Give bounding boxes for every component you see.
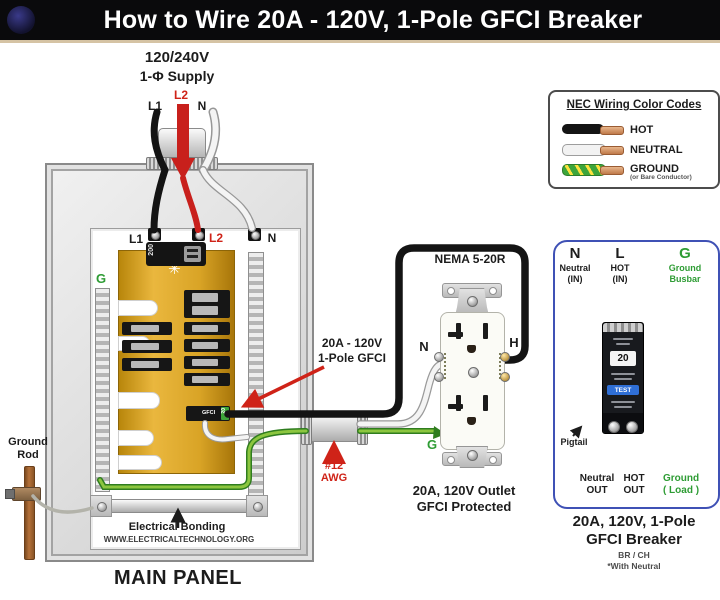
detail-breaker-rating: 20 xyxy=(617,353,629,364)
detail-neutral-out-1: Neutral xyxy=(579,473,615,484)
gfci-breaker-detail: 20 TEST xyxy=(602,322,644,434)
detail-n-sub1: Neutral xyxy=(559,263,591,273)
supply-l2-label: L2 xyxy=(173,88,189,102)
bonding-end-right xyxy=(246,495,268,517)
detail-g-sub1: Ground xyxy=(668,263,702,273)
outlet-neutral-screw-icon xyxy=(434,372,444,382)
detail-caption-1: 20A, 120V, 1-Pole xyxy=(572,513,696,530)
branch-breaker xyxy=(184,322,230,335)
detail-ground-out-2: ( Load ) xyxy=(662,485,700,496)
clamp-bolt-icon xyxy=(5,489,15,499)
branch-breaker xyxy=(122,358,172,371)
detail-n-label: N xyxy=(569,245,581,262)
legend-ground-copper-icon xyxy=(600,166,624,175)
detail-caption-2: GFCI Breaker xyxy=(586,531,682,548)
pigtail-pointer-arrow xyxy=(569,425,583,439)
gfci-pigtail-wire xyxy=(202,421,249,442)
outlet-g-label: G xyxy=(426,437,438,452)
outlet-top-screw-icon xyxy=(467,296,478,307)
gfci-pointer-arrow xyxy=(240,365,325,408)
website-label: WWW.ELECTRICALTECHNOLOGY.ORG xyxy=(103,535,255,544)
legend-ground-label: GROUND xyxy=(630,163,679,175)
outlet-tab-left xyxy=(444,353,450,379)
page-title: How to Wire 20A - 120V, 1-Pole GFCI Brea… xyxy=(103,5,643,34)
ground-rod-label-1: Ground xyxy=(8,436,48,448)
busbar-notch xyxy=(118,430,154,446)
panel-l1-label: L1 xyxy=(128,232,144,246)
ground-rod-icon xyxy=(24,466,35,560)
legend-hot-wire-icon xyxy=(562,124,604,134)
busbar-notch xyxy=(118,300,158,316)
branch-breaker xyxy=(122,322,172,335)
supply-n-wire xyxy=(200,109,219,173)
legend-hot-label: HOT xyxy=(630,124,654,136)
main-breaker-icon: 200 xyxy=(146,242,206,266)
detail-test-button: TEST xyxy=(614,387,632,394)
detail-hot-out-2: OUT xyxy=(623,485,645,496)
legend-neutral-label: NEUTRAL xyxy=(630,144,683,156)
supply-l1-wire xyxy=(150,108,169,174)
outlet-tab-right xyxy=(495,353,501,379)
outlet-h-label: H xyxy=(509,335,519,350)
outlet-n-label: N xyxy=(419,339,429,354)
outlet-neutral-screw-icon xyxy=(434,352,444,362)
main-panel-caption: MAIN PANEL xyxy=(114,567,242,589)
panel-ground-wire xyxy=(98,429,308,489)
detail-neutral-out-2: OUT xyxy=(586,485,608,496)
detail-hot-out-1: HOT xyxy=(623,473,645,484)
supply-n-label: N xyxy=(197,99,207,113)
detail-ground-out-1: Ground xyxy=(662,473,700,484)
branch-breaker xyxy=(184,339,230,352)
title-bar: How to Wire 20A - 120V, 1-Pole GFCI Brea… xyxy=(0,0,720,40)
grounding-electrode-wire xyxy=(31,494,94,514)
detail-pigtail-label: Pigtail xyxy=(560,437,588,447)
outlet-caption-2: GFCI Protected xyxy=(416,499,512,514)
bonding-end-left xyxy=(90,495,112,517)
detail-l-sub2: (IN) xyxy=(612,274,628,284)
site-logo-icon xyxy=(7,6,35,34)
branch-breaker xyxy=(184,290,230,318)
branch-breaker xyxy=(184,373,230,386)
title-divider xyxy=(0,40,720,43)
busbar-notch xyxy=(118,392,160,409)
panel-l2-label: L2 xyxy=(208,231,224,245)
legend-ground-note: (or Bare Conductor) xyxy=(630,174,692,181)
detail-g-label: G xyxy=(679,245,691,262)
nec-legend-box: NEC Wiring Color Codes HOT NEUTRAL GROUN… xyxy=(548,90,720,189)
detail-l-label: L xyxy=(615,245,625,262)
legend-hot-copper-icon xyxy=(600,126,624,135)
branch-breaker xyxy=(184,356,230,369)
ground-busbar xyxy=(95,288,110,492)
legend-title: NEC Wiring Color Codes xyxy=(566,99,702,111)
supply-voltage-label: 120/240V xyxy=(144,49,210,66)
breaker-note-2: 1-Pole GFCI xyxy=(317,351,387,365)
legend-neutral-copper-icon xyxy=(600,146,624,155)
panel-n-label: N xyxy=(267,231,277,245)
breaker-note-1: 20A - 120V xyxy=(321,336,383,350)
outlet-bottom-screw-icon xyxy=(467,450,478,461)
branch-neutral-wire xyxy=(357,359,451,427)
detail-n-sub2: (IN) xyxy=(567,274,583,284)
panel-ground-label: G xyxy=(95,271,107,286)
supply-phase-label: 1-Φ Supply xyxy=(139,68,215,84)
panel-l2-wire xyxy=(180,175,201,233)
branch-breaker xyxy=(122,340,172,353)
outlet-title: NEMA 5-20R xyxy=(434,252,506,266)
panel-n-wire xyxy=(200,167,255,231)
detail-caption-3: BR / CH xyxy=(618,550,650,560)
branch-hot-wire xyxy=(224,244,529,418)
supply-l2-wire xyxy=(171,104,195,180)
detail-l-sub1: HOT xyxy=(610,263,630,273)
outlet-caption-1: 20A, 120V Outlet xyxy=(412,483,516,498)
cable-gauge-label-2: AWG xyxy=(320,472,348,484)
panel-l1-wire xyxy=(150,166,169,234)
detail-g-sub2: Busbar xyxy=(669,274,701,284)
detail-caption-4: *With Neutral xyxy=(607,561,661,571)
busbar-notch xyxy=(118,455,162,470)
ground-wire-arrowhead xyxy=(433,426,446,439)
ground-rod-label-2: Rod xyxy=(17,449,39,461)
gfci-breaker-label: GFCI xyxy=(202,410,216,416)
